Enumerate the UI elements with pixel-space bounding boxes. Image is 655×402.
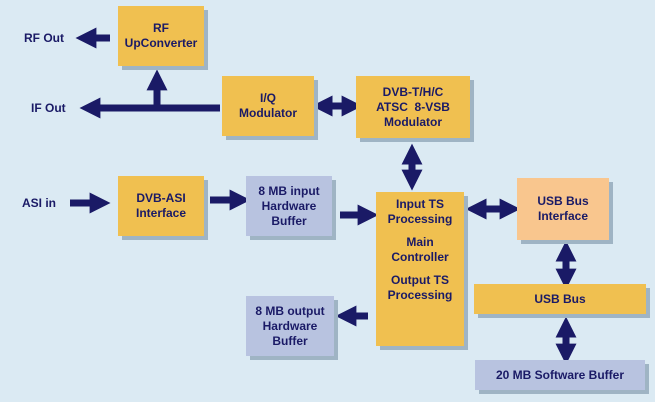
box-line: Main xyxy=(406,235,434,249)
dvb-modulator-box: DVB-T/H/C ATSC 8-VSB Modulator xyxy=(356,76,470,138)
box-line: Output TS xyxy=(391,273,449,287)
iq-modulator-box: I/Q Modulator xyxy=(222,76,314,136)
box-line: ATSC 8-VSB xyxy=(376,99,450,114)
rf-upconverter-box: RF UpConverter xyxy=(118,6,204,66)
box-line: Controller xyxy=(391,250,449,264)
box-line: Modulator xyxy=(239,106,297,120)
box-line: RF xyxy=(153,21,169,35)
box-line: UpConverter xyxy=(124,36,198,50)
box-line: USB Bus xyxy=(537,194,589,208)
output-buffer-box: 8 MB output Hardware Buffer xyxy=(246,296,334,356)
box-line: 8 MB input xyxy=(258,183,320,198)
box-line: Processing xyxy=(387,288,453,302)
box-line: Hardware xyxy=(261,198,317,213)
box-line: Interface xyxy=(135,206,187,220)
box-line: DVB-T/H/C xyxy=(382,84,444,99)
box-line: Input TS xyxy=(396,197,444,211)
main-controller-box: Input TS Processing Main Controller Outp… xyxy=(376,192,464,346)
box-line: 20 MB Software Buffer xyxy=(495,367,625,382)
box-line: Modulator xyxy=(384,114,442,129)
box-line: USB Bus xyxy=(534,291,586,306)
usb-interface-box: USB Bus Interface xyxy=(517,178,609,240)
box-line: DVB-ASI xyxy=(136,191,186,205)
box-line: Buffer xyxy=(272,333,308,348)
usb-bus-box: USB Bus xyxy=(474,284,646,314)
box-line: I/Q xyxy=(259,91,276,105)
box-line: Processing xyxy=(387,212,453,226)
box-line: Buffer xyxy=(271,213,307,228)
box-line: Hardware xyxy=(262,318,318,333)
box-line: Interface xyxy=(537,209,589,223)
dvb-asi-interface-box: DVB-ASI Interface xyxy=(118,176,204,236)
if-out-label: IF Out xyxy=(31,101,66,115)
asi-in-label: ASI in xyxy=(22,196,57,210)
rf-out-label: RF Out xyxy=(24,31,64,45)
input-buffer-box: 8 MB input Hardware Buffer xyxy=(246,176,332,236)
software-buffer-box: 20 MB Software Buffer xyxy=(475,360,645,390)
box-line: 8 MB output xyxy=(255,303,325,318)
